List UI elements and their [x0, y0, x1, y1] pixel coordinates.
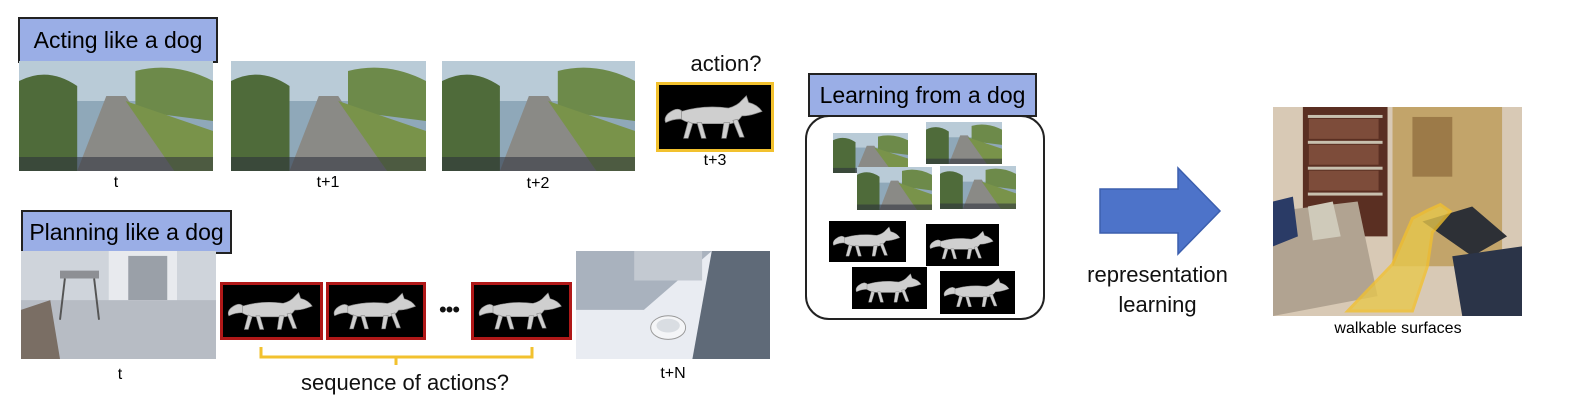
acting-frame-t2: [442, 61, 635, 171]
walkable-surfaces-photo: [1273, 107, 1522, 316]
planning-start-frame: [21, 251, 216, 359]
acting-frame-t1: [231, 61, 426, 171]
acting-frame-t: [19, 61, 213, 171]
acting-title: Acting like a dog: [33, 26, 203, 53]
acting-label-t: t: [113, 174, 119, 191]
arrow-caption-line2: learning: [1118, 292, 1197, 317]
learning-photo-2: [926, 122, 1002, 164]
planning-start-label: t: [117, 366, 123, 383]
planning-end-frame: [576, 251, 770, 359]
acting-target-label: t+3: [703, 152, 727, 169]
bracket-caption: sequence of actions?: [301, 370, 509, 395]
learning-title: Learning from a dog: [819, 81, 1026, 108]
action-question: action?: [690, 51, 762, 76]
acting-title-box: Acting like a dog: [18, 17, 218, 63]
actions-bracket: [259, 347, 534, 365]
acting-label-t1: t+1: [316, 174, 340, 191]
learning-dog-2: [926, 224, 999, 266]
learning-dog-4: [940, 271, 1015, 314]
planning-end-label: t+N: [660, 365, 686, 382]
result-caption: walkable surfaces: [1334, 320, 1462, 337]
learning-dog-3: [852, 267, 927, 309]
acting-target-dog: [656, 82, 774, 152]
planning-title-box: Planning like a dog: [21, 210, 232, 254]
learning-panel: [805, 115, 1045, 320]
right-arrow-icon: [1099, 166, 1222, 256]
arrow-caption-line1: representation: [1087, 262, 1228, 287]
planning-title: Planning like a dog: [29, 218, 224, 245]
planning-ellipsis: •••: [438, 297, 460, 322]
acting-label-t2: t+2: [526, 175, 550, 192]
planning-action-n: [471, 282, 572, 340]
learning-photo-3: [857, 167, 932, 210]
planning-action-1: [220, 282, 323, 340]
learning-title-box: Learning from a dog: [808, 73, 1037, 117]
learning-photo-4: [940, 166, 1016, 209]
learning-dog-1: [829, 221, 906, 262]
planning-action-2: [326, 282, 426, 340]
